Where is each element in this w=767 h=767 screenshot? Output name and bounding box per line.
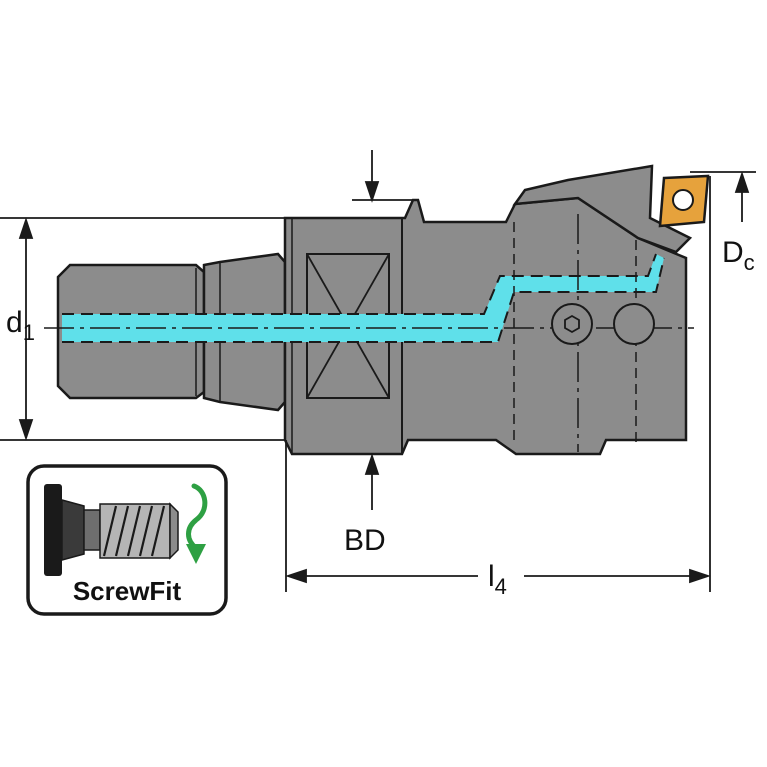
screw-icon: [44, 484, 179, 576]
label-d1: d1: [6, 306, 35, 345]
tool-body: [56, 164, 693, 456]
label-dc: Dc: [722, 236, 755, 275]
dimension-labels: d1 Dc BD l4: [6, 236, 755, 599]
cutting-insert: [658, 174, 710, 228]
arrow-head: [689, 568, 711, 584]
screwfit-label: ScrewFit: [73, 576, 182, 606]
dimension-lines: [0, 150, 756, 592]
insert-hole: [672, 189, 694, 211]
arrow-head: [734, 171, 750, 193]
clamp-screw: [613, 303, 655, 345]
hex-socket: [564, 314, 580, 334]
arrow-head: [18, 419, 34, 441]
rotation-arrow-icon: [186, 483, 208, 564]
screwfit-badge: ScrewFit: [26, 464, 228, 616]
hex-screw: [551, 303, 593, 345]
label-l4: l4: [488, 560, 507, 599]
adjustment-screws: [551, 303, 655, 345]
insert-holder: [512, 164, 693, 254]
arrow-head: [18, 217, 34, 239]
label-bd: BD: [344, 524, 386, 557]
arrow-head: [364, 181, 380, 203]
arrow-head: [285, 568, 307, 584]
arrow-head: [364, 453, 380, 475]
